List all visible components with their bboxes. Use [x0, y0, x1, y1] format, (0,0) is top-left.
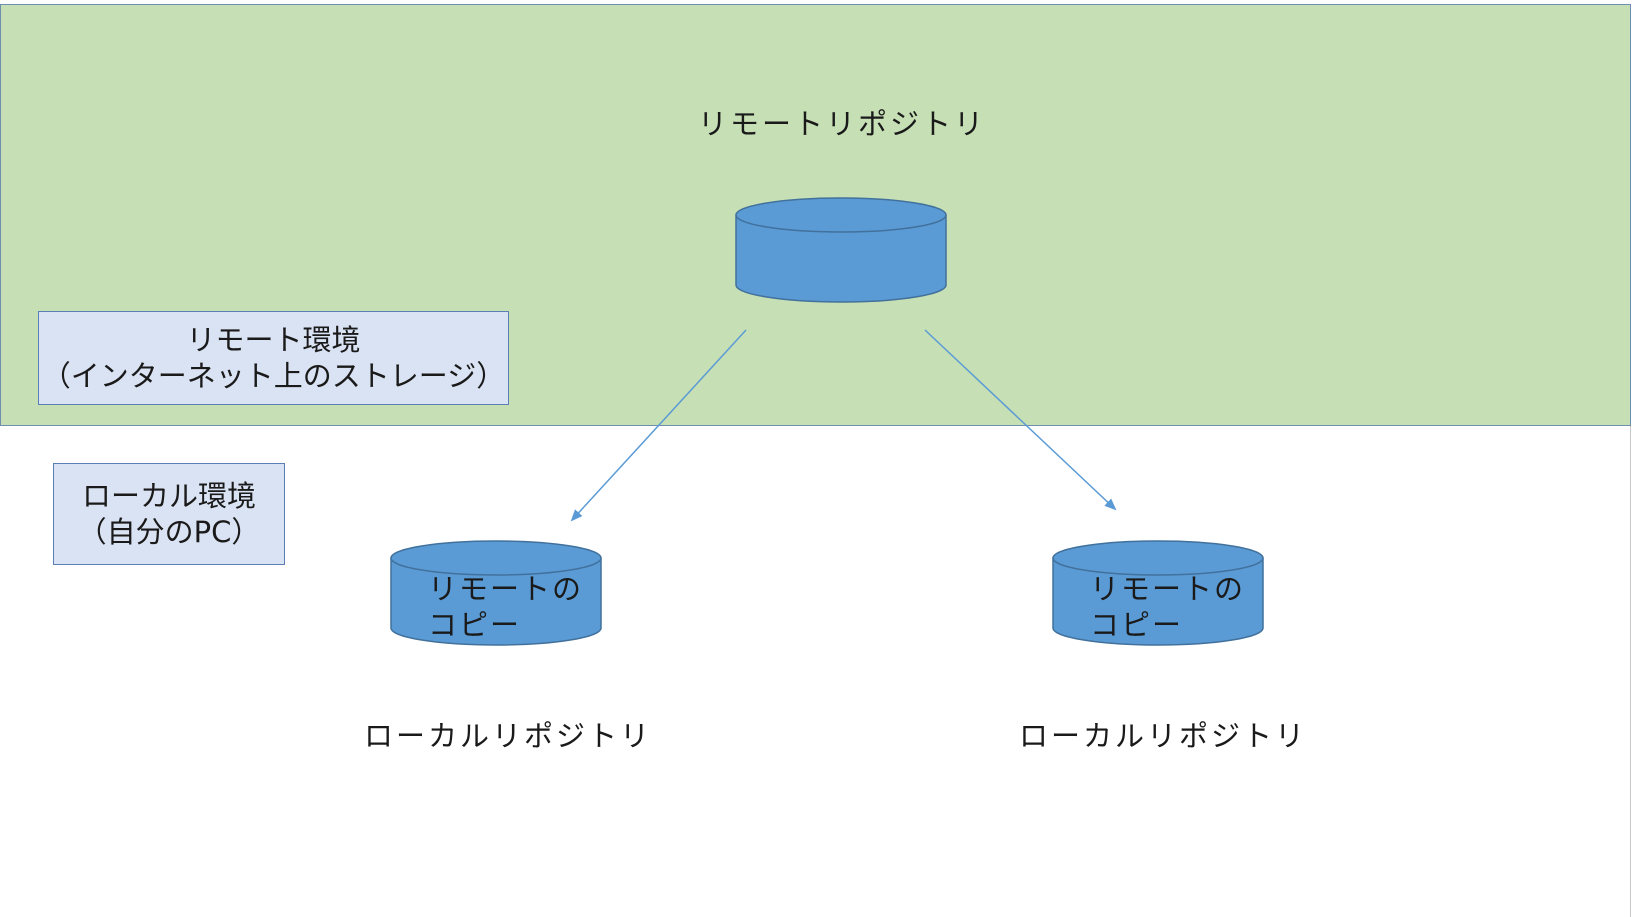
local-repository-cylinder-1[interactable] [390, 540, 602, 646]
copy-text-line2: コピー [428, 608, 522, 642]
remote-repository-label: リモートリポジトリ [698, 107, 987, 141]
local-repository-1-label: ローカルリポジトリ [364, 719, 653, 753]
local-repository-2-text: リモートの コピー [1090, 571, 1245, 643]
copy-text-line1: リモートの [428, 572, 584, 606]
local-environment-note-line1: ローカル環境 [81, 479, 256, 513]
copy-text-line2: コピー [1090, 608, 1184, 642]
page-edge-line [1630, 426, 1631, 917]
clone-arrow-right [924, 329, 1117, 511]
remote-repository-cylinder[interactable] [735, 197, 947, 303]
local-repository-cylinder-2[interactable] [1052, 540, 1264, 646]
local-repository-2-label: ローカルリポジトリ [1019, 719, 1308, 753]
local-environment-note: ローカル環境 （自分のPC） [53, 463, 285, 565]
remote-environment-note: リモート環境 （インターネット上のストレージ） [38, 311, 509, 405]
copy-text-line1: リモートの [1090, 572, 1246, 606]
local-environment-note-line2: （自分のPC） [77, 515, 261, 549]
clone-arrow-left [570, 329, 747, 522]
remote-environment-note-line2: （インターネット上のストレージ） [41, 359, 506, 393]
remote-environment-note-line1: リモート環境 [186, 323, 361, 357]
local-repository-1-text: リモートの コピー [428, 571, 583, 643]
